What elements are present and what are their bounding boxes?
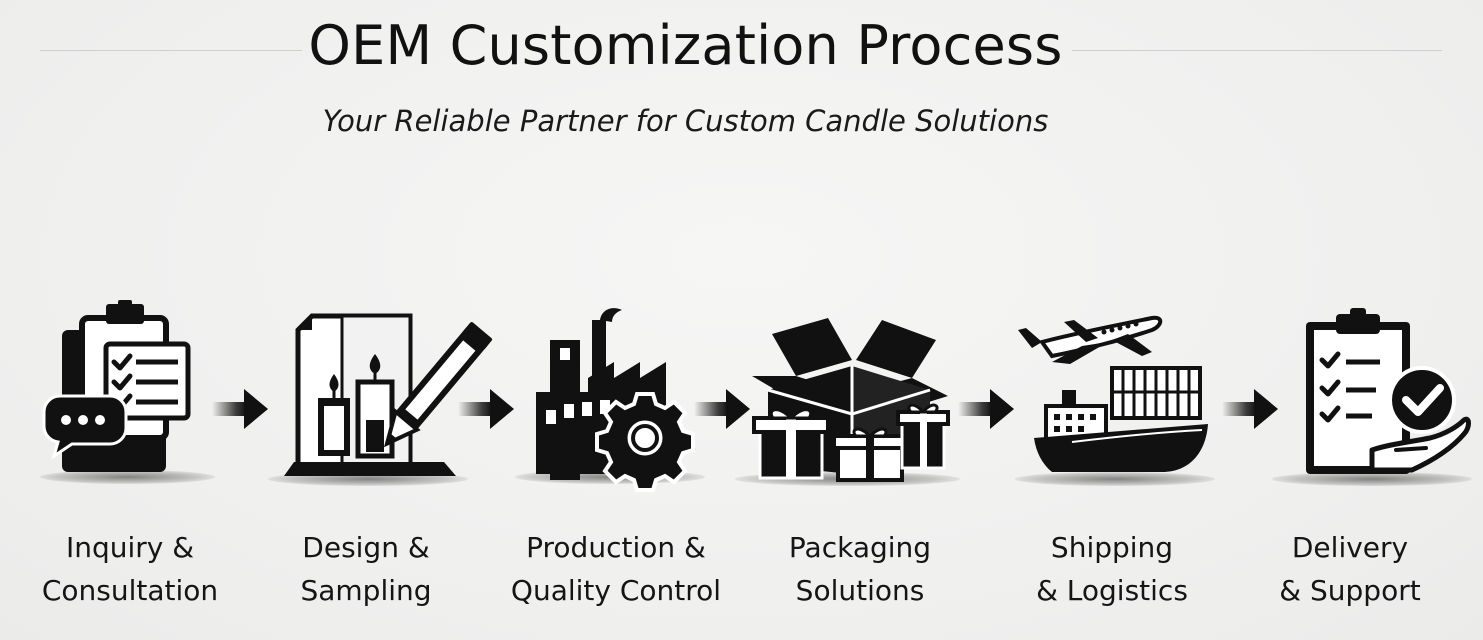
step-label-line1: Delivery	[1291, 531, 1409, 564]
title-rule-left	[40, 50, 302, 51]
step-label-packaging: Packaging Solutions	[740, 526, 980, 612]
open-box-gifts-icon	[752, 318, 950, 482]
page-title: OEM Customization Process	[308, 14, 1063, 77]
step-label-line2: & Support	[1279, 574, 1421, 607]
step-label-line2: Sampling	[300, 574, 432, 607]
step-6-shadow	[1272, 472, 1472, 486]
step-label-inquiry: Inquiry & Consultation	[10, 526, 250, 612]
airplane-cargo-ship-icon	[1018, 315, 1208, 472]
step-label-line2: & Logistics	[1036, 574, 1188, 607]
step-label-delivery: Delivery & Support	[1230, 526, 1470, 612]
step-label-shipping: Shipping & Logistics	[992, 526, 1232, 612]
page-subtitle: Your Reliable Partner for Custom Candle …	[322, 104, 1049, 138]
step-label-line2: Quality Control	[510, 574, 722, 607]
clipboard-checkmark-hand-icon	[1306, 308, 1471, 474]
clipboard-chat-icon	[42, 300, 191, 472]
step-label-production: Production & Quality Control	[496, 526, 736, 612]
step-label-line1: Production &	[526, 531, 706, 564]
step-label-line2: Solutions	[795, 574, 925, 607]
step-label-line1: Inquiry &	[65, 531, 195, 564]
step-label-line1: Design &	[302, 531, 430, 564]
flow-arrow-3	[694, 389, 750, 429]
step-label-line1: Packaging	[788, 531, 932, 564]
flow-arrow-2	[458, 389, 514, 429]
flow-arrow-5	[1222, 389, 1278, 429]
step-label-line2: Consultation	[41, 574, 219, 607]
title-rule-right	[1072, 50, 1442, 51]
step-label-line1: Shipping	[1050, 531, 1174, 564]
step-5-shadow	[1015, 472, 1215, 486]
step-label-design: Design & Sampling	[246, 526, 486, 612]
flow-arrow-4	[958, 389, 1014, 429]
flow-arrow-1	[212, 389, 268, 429]
candle-sketch-pencil-icon	[284, 313, 493, 476]
factory-gear-icon	[536, 308, 695, 492]
step-1-shadow	[40, 470, 215, 484]
